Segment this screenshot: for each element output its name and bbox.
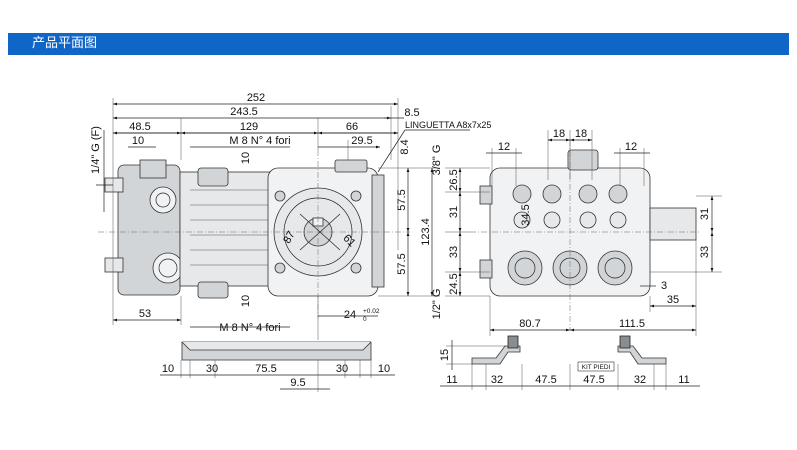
base-plate: 10 30 75.5 30 10 9.5 (160, 341, 395, 392)
svg-text:3: 3 (661, 280, 667, 292)
svg-text:+0.02: +0.02 (363, 308, 380, 315)
svg-text:18: 18 (575, 128, 587, 140)
svg-text:1/4" G (F): 1/4" G (F) (90, 126, 102, 174)
svg-text:33: 33 (448, 246, 460, 258)
svg-text:32: 32 (491, 374, 503, 386)
front-view-dimensions: 18 18 12 12 3/8" G 26.5 31 33 24.5 1/2" … (431, 128, 722, 336)
svg-text:252: 252 (247, 92, 265, 104)
svg-text:47.5: 47.5 (535, 374, 556, 386)
kit-piedi: KIT PIEDI 15 11 32 47.5 47.5 32 11 (439, 335, 700, 390)
svg-text:31: 31 (448, 206, 460, 218)
svg-text:10: 10 (162, 363, 174, 375)
svg-text:26.5: 26.5 (448, 169, 460, 190)
svg-text:10: 10 (240, 295, 252, 307)
svg-text:12: 12 (498, 141, 510, 153)
svg-text:KIT PIEDI: KIT PIEDI (582, 364, 611, 371)
svg-text:32: 32 (634, 374, 646, 386)
svg-text:M 8 N° 4 fori: M 8 N° 4 fori (219, 322, 280, 334)
svg-text:LINGUETTA A8x7x25: LINGUETTA A8x7x25 (405, 120, 491, 130)
svg-text:57.5: 57.5 (396, 189, 408, 210)
svg-text:1/2" G: 1/2" G (431, 289, 443, 320)
svg-text:3/8" G: 3/8" G (431, 145, 443, 176)
svg-text:33: 33 (699, 246, 711, 258)
svg-text:24: 24 (344, 309, 356, 321)
svg-text:87: 87 (281, 229, 298, 246)
side-view-pump (98, 150, 410, 318)
svg-text:8.4: 8.4 (399, 139, 411, 154)
svg-text:34.5: 34.5 (520, 204, 532, 225)
svg-text:11: 11 (446, 374, 457, 386)
svg-text:66: 66 (346, 121, 358, 133)
svg-text:48.5: 48.5 (129, 121, 150, 133)
svg-text:10: 10 (378, 363, 390, 375)
svg-text:M 8 N° 4 fori: M 8 N° 4 fori (229, 135, 290, 147)
svg-text:75.5: 75.5 (255, 363, 276, 375)
svg-text:57.5: 57.5 (396, 253, 408, 274)
header-bar: 产品平面图 (8, 33, 789, 55)
svg-text:243.5: 243.5 (230, 106, 258, 118)
svg-text:12: 12 (625, 141, 637, 153)
svg-text:129: 129 (240, 121, 258, 133)
svg-text:80.7: 80.7 (519, 318, 540, 330)
svg-text:15: 15 (439, 349, 451, 361)
svg-text:29.5: 29.5 (351, 135, 372, 147)
svg-text:123.4: 123.4 (420, 218, 432, 246)
svg-text:53: 53 (139, 308, 151, 320)
svg-text:31: 31 (699, 208, 711, 220)
svg-text:18: 18 (553, 128, 565, 140)
side-view-dimensions: 252 243.5 8.5 48.5 129 66 10 M 8 N° 4 fo… (90, 92, 491, 340)
svg-text:111.5: 111.5 (619, 318, 645, 330)
svg-text:24.5: 24.5 (448, 273, 460, 294)
svg-text:10: 10 (240, 152, 252, 164)
svg-text:35: 35 (667, 294, 679, 306)
svg-text:8.5: 8.5 (404, 107, 419, 119)
svg-text:30: 30 (206, 363, 218, 375)
svg-text:11: 11 (678, 374, 689, 386)
svg-text:30: 30 (336, 363, 348, 375)
svg-text:10: 10 (132, 135, 144, 147)
front-view-pump (470, 140, 700, 330)
page-title: 产品平面图 (32, 36, 98, 51)
svg-text:47.5: 47.5 (583, 374, 604, 386)
svg-text:9.5: 9.5 (290, 377, 305, 389)
svg-text:0: 0 (363, 316, 367, 323)
